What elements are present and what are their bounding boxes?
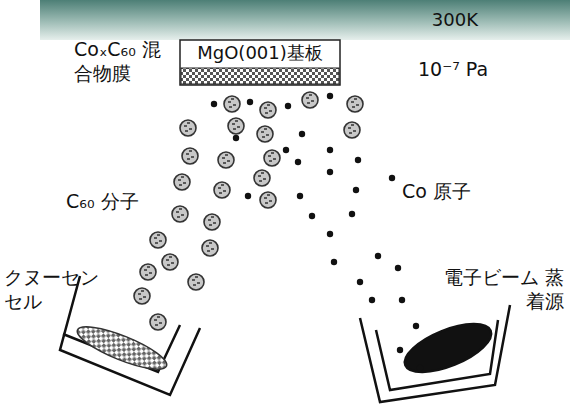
co-atom xyxy=(413,323,419,329)
c60-molecule xyxy=(260,192,276,208)
knudsen-cell xyxy=(60,276,200,395)
molecule-label: C₆₀ 分子 xyxy=(66,190,176,214)
c60-molecule xyxy=(204,214,220,230)
c60-molecule xyxy=(254,170,270,186)
co-atom xyxy=(353,187,359,193)
c60-molecule xyxy=(302,92,318,108)
c60-molecule xyxy=(214,182,230,198)
co-atom xyxy=(349,211,355,217)
mixed-film xyxy=(181,68,339,84)
c60-molecule xyxy=(260,102,276,118)
pressure-label: 10⁻⁷ Pa xyxy=(418,58,538,82)
co-atom xyxy=(327,93,333,99)
holder-bar: 300K xyxy=(40,0,570,40)
co-atom xyxy=(327,231,333,237)
c60-molecule xyxy=(202,240,218,256)
c60-molecule xyxy=(172,206,188,222)
c60-molecule xyxy=(150,232,166,248)
co-atom xyxy=(399,297,405,303)
substrate-body xyxy=(180,40,340,85)
co-atom xyxy=(389,175,395,181)
film-label: CoₓC₆₀ 混合物膜 xyxy=(74,38,170,86)
co-atoms xyxy=(211,93,423,371)
co-atom xyxy=(247,99,253,105)
c60-molecules xyxy=(134,92,363,330)
c60-molecule xyxy=(347,96,363,112)
co-atom xyxy=(395,265,401,271)
co-atom xyxy=(245,193,251,199)
c60-molecule xyxy=(344,122,360,138)
co-atom xyxy=(299,131,305,137)
source-label: 電子ビーム 蒸着源 xyxy=(440,266,564,314)
temperature-label: 300K xyxy=(432,9,478,31)
co-atom xyxy=(355,157,361,163)
c60-molecule xyxy=(162,254,178,270)
cooling-holder xyxy=(40,0,570,40)
co-atom xyxy=(369,297,375,303)
co-atom xyxy=(327,147,333,153)
c60-molecule xyxy=(150,314,166,330)
co-atom xyxy=(297,193,303,199)
co-atom xyxy=(375,253,381,259)
c60-molecule xyxy=(134,288,150,304)
c60-molecule xyxy=(182,148,198,164)
co-atom xyxy=(397,347,403,353)
cell-label: クヌーセン セル xyxy=(4,266,116,314)
co-atom xyxy=(285,103,291,109)
co-atom xyxy=(327,169,333,175)
c60-molecule xyxy=(228,118,244,134)
co-atom xyxy=(233,135,239,141)
co-atom xyxy=(295,159,301,165)
c60-molecule xyxy=(218,152,234,168)
substrate-label: MgO(001)基板 xyxy=(197,42,323,64)
co-atom xyxy=(283,147,289,153)
co-atom xyxy=(331,259,337,265)
c60-molecule xyxy=(188,274,204,290)
co-atom xyxy=(211,101,217,107)
c60-molecule xyxy=(264,150,280,166)
c60-molecule xyxy=(174,174,190,190)
co-atom xyxy=(357,279,363,285)
c60-molecule xyxy=(257,126,273,142)
atom-label: Co 原子 xyxy=(402,180,512,204)
co-atom xyxy=(309,213,315,219)
c60-molecule xyxy=(224,96,240,112)
c60-molecule xyxy=(140,264,156,280)
c60-molecule xyxy=(180,120,196,136)
e-beam-source xyxy=(360,305,510,402)
co-atom xyxy=(417,365,423,371)
substrate-box: MgO(001)基板 xyxy=(180,40,340,68)
